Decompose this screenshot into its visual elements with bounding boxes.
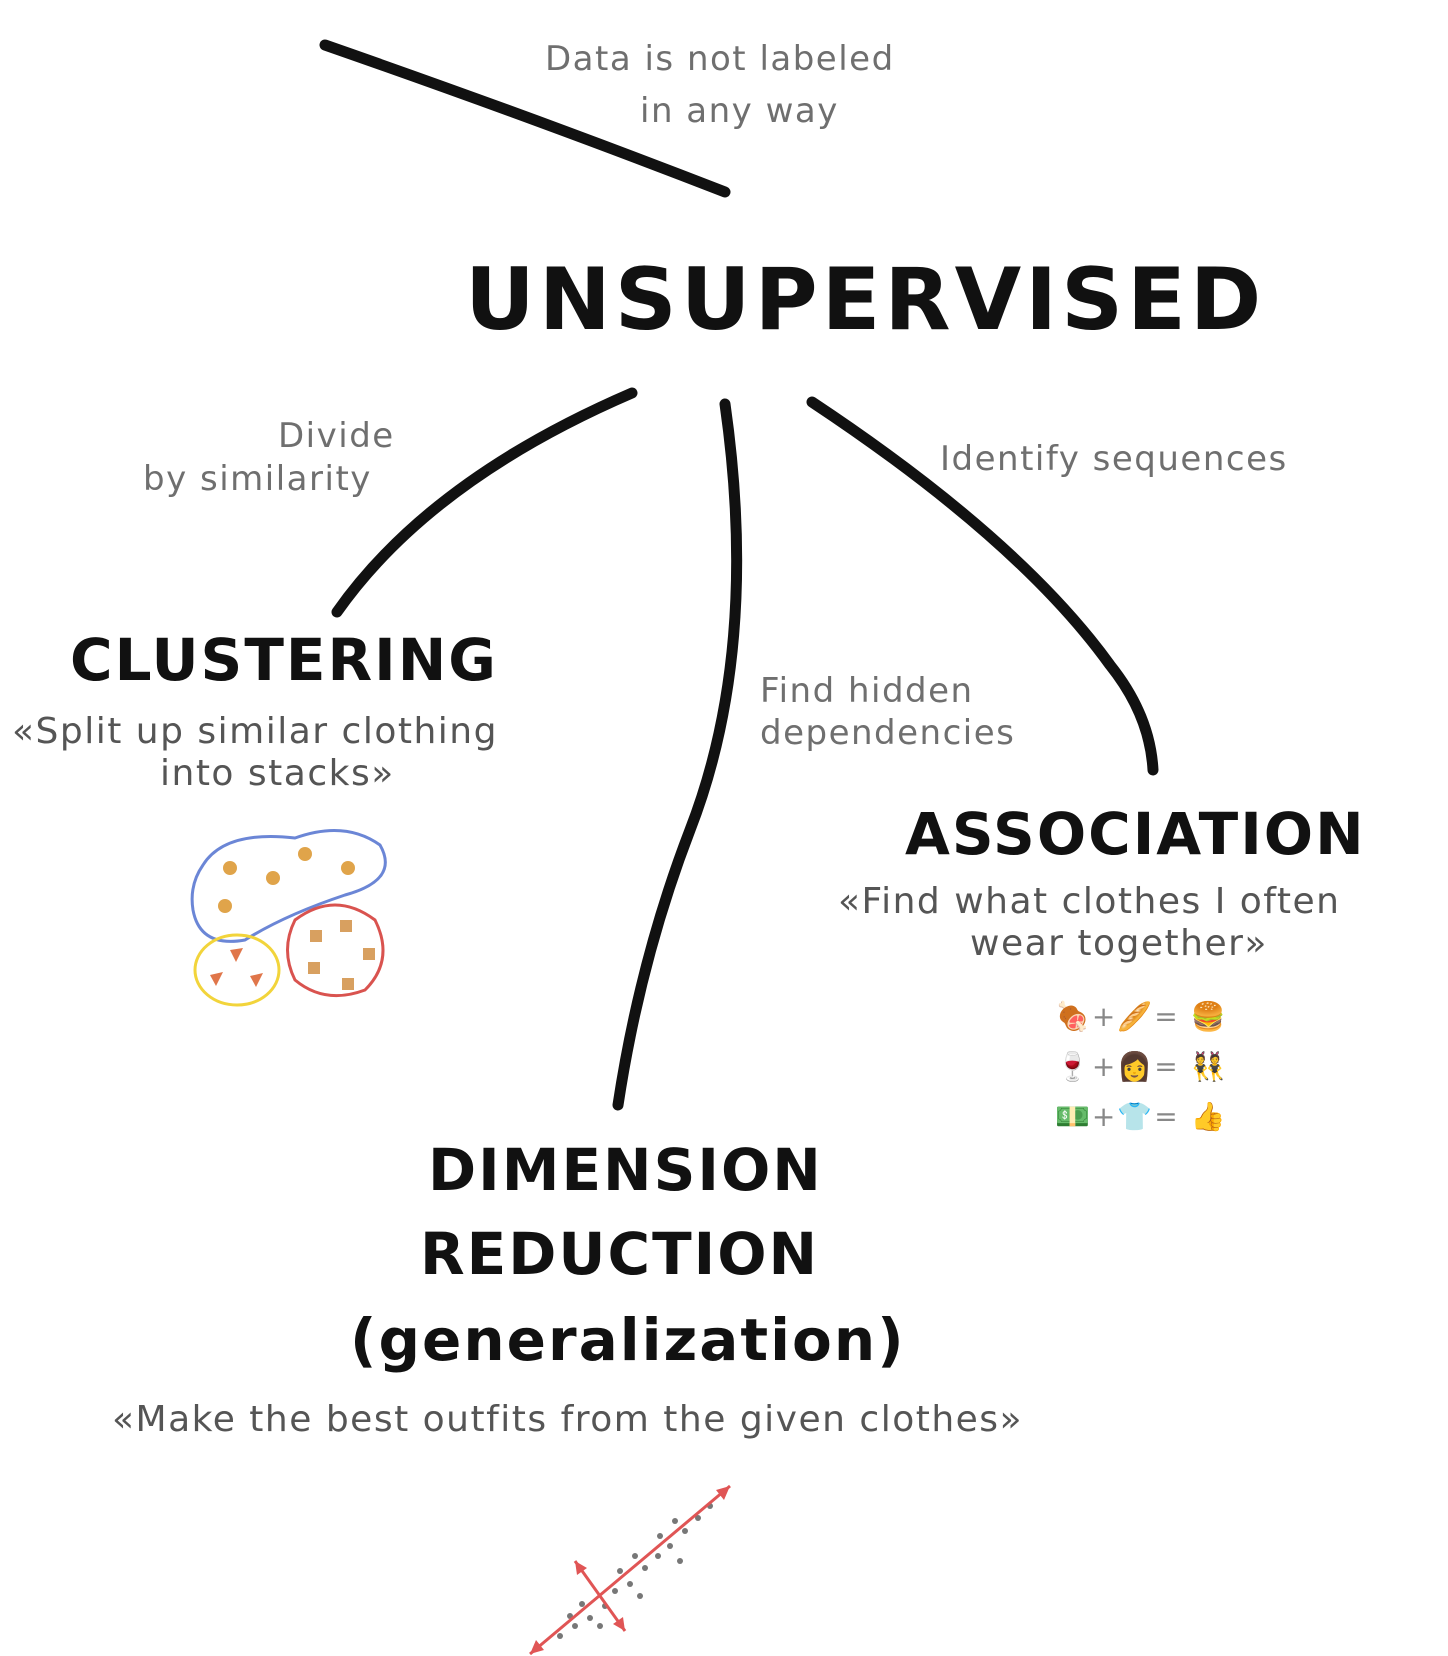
clustering-example-line1: «Split up similar clothing bbox=[12, 711, 498, 752]
association-edge-line bbox=[806, 396, 1159, 776]
equation-item-a-icon: 🍖 bbox=[1055, 1000, 1092, 1033]
equation-item-a-icon: 🍷 bbox=[1055, 1050, 1092, 1083]
association-example-line1: «Find what clothes I often bbox=[838, 881, 1341, 922]
association-equation-row: 🍖+🥖= 🍔 bbox=[1055, 1000, 1228, 1033]
equation-result-icon: 🍔 bbox=[1190, 1000, 1228, 1033]
equation-result-icon: 👯 bbox=[1190, 1050, 1228, 1083]
root-title: UNSUPERVISED bbox=[465, 250, 1266, 350]
clustering-title: CLUSTERING bbox=[70, 626, 498, 694]
clustering-edge-label-line2: by similarity bbox=[143, 459, 372, 499]
equation-item-b-icon: 👩 bbox=[1117, 1050, 1155, 1083]
equation-item-a-icon: 💵 bbox=[1055, 1100, 1092, 1133]
dimension-title-line2: REDUCTION bbox=[420, 1220, 820, 1288]
association-edge-label: Identify sequences bbox=[940, 439, 1288, 479]
clustering-example-line2: into stacks» bbox=[160, 753, 395, 794]
association-equation-row: 💵+👕= 👍 bbox=[1055, 1100, 1228, 1133]
equation-item-b-icon: 🥖 bbox=[1117, 1000, 1155, 1033]
dimension-edge-line bbox=[612, 398, 743, 1111]
root-note-line1: Data is not labeled bbox=[545, 39, 895, 79]
root-note-line2: in any way bbox=[640, 91, 839, 131]
equation-result-icon: 👍 bbox=[1190, 1100, 1228, 1133]
pca-axes-icon bbox=[529, 1484, 731, 1656]
association-equation-row: 🍷+👩= 👯 bbox=[1055, 1050, 1228, 1083]
dimension-example: «Make the best outfits from the given cl… bbox=[112, 1399, 1024, 1440]
dimension-title-line1: DIMENSION bbox=[428, 1136, 823, 1204]
equation-item-b-icon: 👕 bbox=[1117, 1100, 1155, 1133]
dimension-edge-label-line2: dependencies bbox=[760, 713, 1016, 753]
association-title: ASSOCIATION bbox=[905, 800, 1366, 868]
dimension-edge-label-line1: Find hidden bbox=[760, 671, 974, 711]
clustering-edge-line bbox=[331, 387, 638, 618]
dimension-title-line3: (generalization) bbox=[350, 1306, 906, 1374]
association-example-line2: wear together» bbox=[970, 923, 1268, 964]
clustering-edge-label-line1: Divide bbox=[278, 416, 395, 456]
cluster-groups-icon bbox=[190, 828, 387, 1007]
top-edge-line bbox=[319, 39, 731, 198]
